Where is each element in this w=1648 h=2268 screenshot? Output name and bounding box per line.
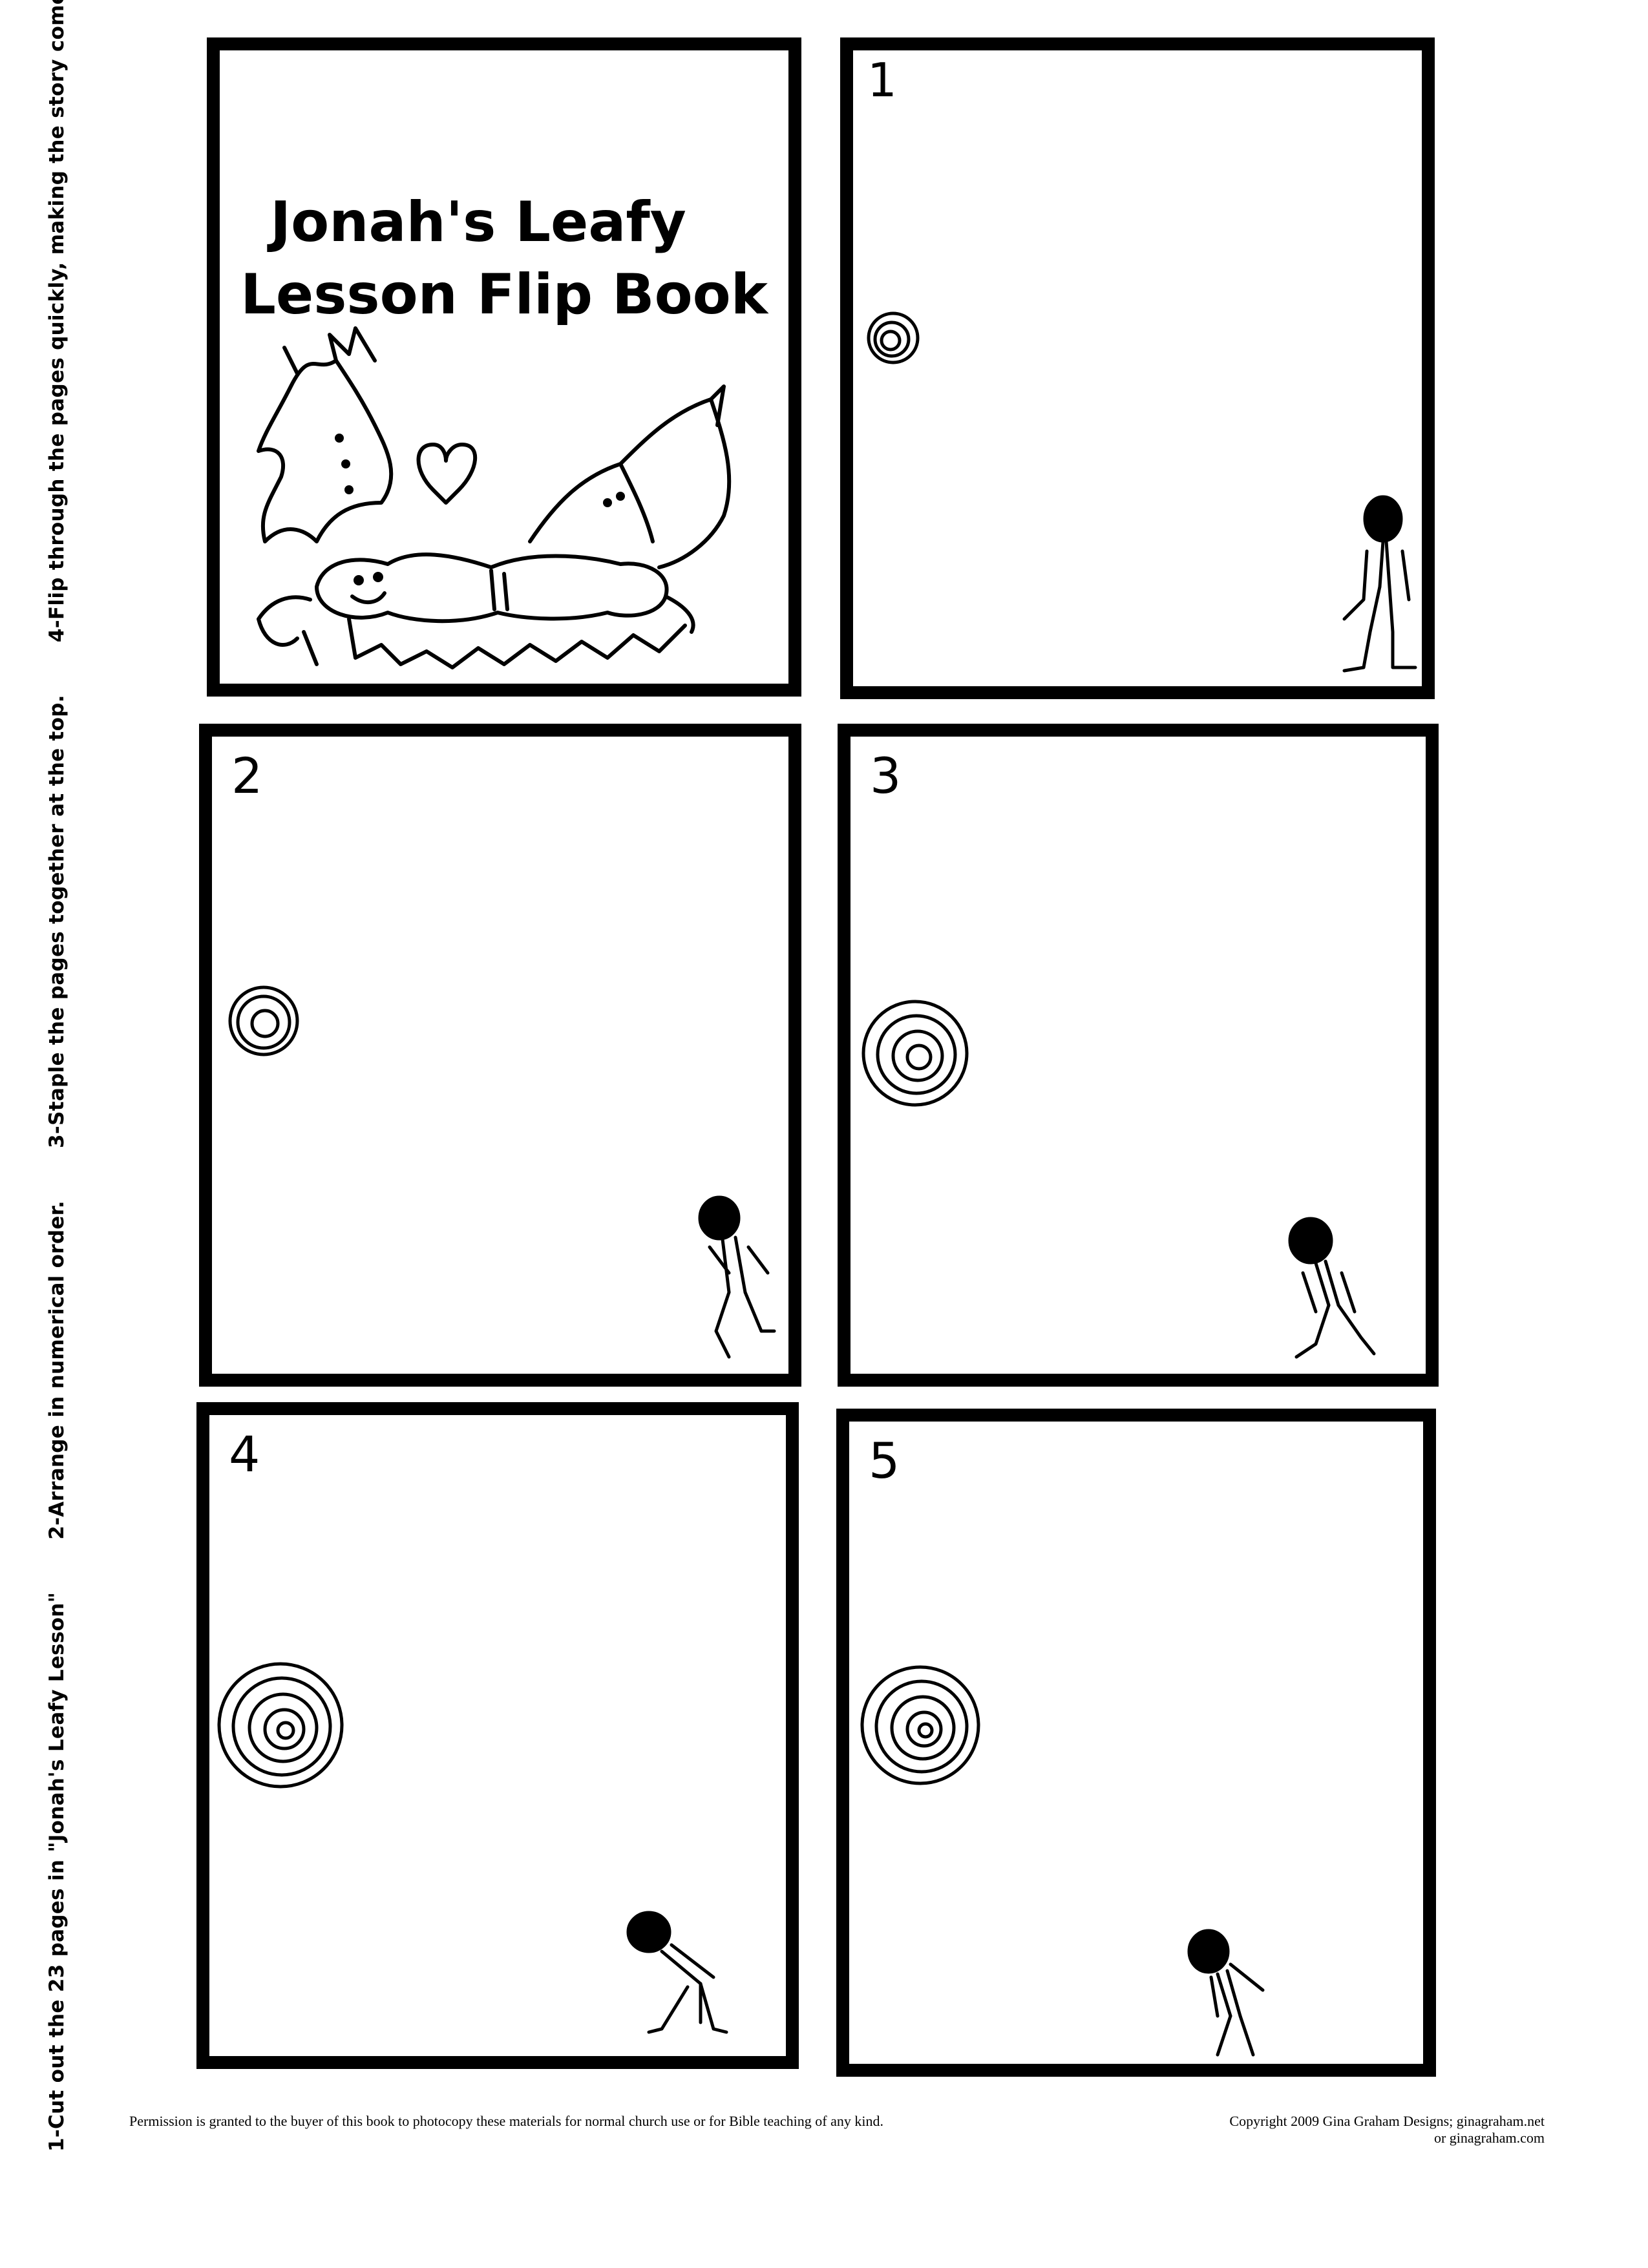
flip-page-2: 2 [199, 724, 801, 1387]
page-number: 5 [869, 1432, 900, 1489]
stick-figure [626, 1911, 728, 2034]
flip-page-4: 4 [196, 1402, 799, 2069]
instruction-step-3: 3-Staple the pages together at the top. [45, 695, 69, 1148]
cover-panel: Jonah's Leafy Lesson Flip Book [207, 37, 801, 697]
page-number: 3 [870, 747, 902, 804]
stick-figure [698, 1195, 776, 1359]
flip-page-5: 5 [836, 1409, 1436, 2077]
copyright-line-1: Copyright 2009 Gina Graham Designs; gina… [1229, 2113, 1545, 2129]
page-1-illustration [867, 311, 1417, 673]
stick-figure [1288, 1217, 1376, 1359]
flip-page-3: 3 [838, 724, 1439, 1387]
flip-book-instructions: 1-Cut out the 23 pages in "Jonah's Leafy… [45, 0, 69, 2152]
swirl-icon [860, 1665, 980, 1785]
page-number: 2 [231, 747, 263, 804]
cover-title-line-1: Jonah's Leafy [270, 190, 686, 255]
copyright-notice: Copyright 2009 Gina Graham Designs; gina… [1183, 2113, 1545, 2147]
copyright-line-2: or ginagraham.com [1433, 2130, 1545, 2146]
permission-notice: Permission is granted to the buyer of th… [129, 2113, 883, 2129]
page-3-illustration [861, 1000, 1376, 1359]
instruction-step-2: 2-Arrange in numerical order. [45, 1201, 69, 1540]
cover-title-line-2: Lesson Flip Book [240, 262, 768, 327]
swirl-icon [217, 1662, 344, 1789]
swirl-icon [861, 1000, 969, 1107]
stick-figure [1342, 495, 1417, 673]
page-2-illustration [228, 985, 776, 1359]
worm-and-leaves-illustration [257, 326, 732, 669]
instruction-step-1: 1-Cut out the 23 pages in "Jonah's Leafy… [45, 1591, 69, 2152]
swirl-icon [867, 311, 920, 364]
page-4-illustration [217, 1662, 728, 2034]
stick-figure [1187, 1929, 1265, 2057]
page-number: 4 [229, 1425, 260, 1483]
page-5-illustration [860, 1665, 1265, 2057]
swirl-icon [228, 985, 299, 1056]
instruction-step-4: 4-Flip through the pages quickly, making… [45, 0, 69, 643]
flip-page-1: 1 [840, 37, 1435, 699]
page-number: 1 [867, 53, 897, 107]
